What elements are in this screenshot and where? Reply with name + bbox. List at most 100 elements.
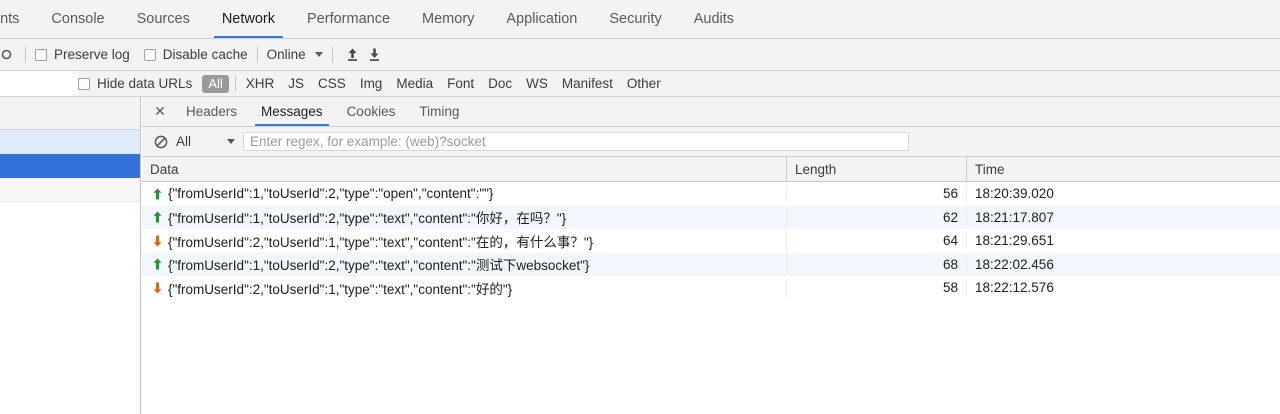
devtools-main-tabbar: ents Console Sources Network Performance…	[0, 0, 1280, 39]
download-arrow-icon[interactable]	[364, 47, 386, 62]
table-row[interactable]: {"fromUserId":1,"toUserId":2,"type":"ope…	[142, 182, 1280, 206]
message-length: 56	[787, 186, 967, 202]
tab-messages[interactable]: Messages	[249, 97, 335, 126]
detail-tabbar: ✕ Headers Messages Cookies Timing	[142, 97, 1280, 127]
column-header-time[interactable]: Time	[975, 161, 1005, 177]
tab-headers-label: Headers	[186, 104, 238, 119]
filter-type-font[interactable]: Font	[447, 76, 475, 91]
tab-audits[interactable]: Audits	[678, 0, 750, 38]
disable-cache-checkbox[interactable]: Disable cache	[143, 47, 248, 62]
message-time: 18:21:17.807	[975, 209, 1054, 225]
tab-console[interactable]: Console	[35, 0, 120, 38]
request-list-sidebar[interactable]	[0, 97, 141, 414]
table-row[interactable]: {"fromUserId":1,"toUserId":2,"type":"tex…	[142, 252, 1280, 276]
filter-type-ws[interactable]: WS	[526, 76, 548, 91]
message-payload: {"fromUserId":1,"toUserId":2,"type":"tex…	[168, 211, 567, 227]
disable-cache-label: Disable cache	[162, 47, 248, 62]
sent-arrow-icon	[150, 258, 164, 270]
tab-messages-label: Messages	[261, 104, 323, 119]
network-toolbar: Preserve log Disable cache Online	[0, 39, 1280, 71]
message-time: 18:20:39.020	[975, 186, 1054, 202]
message-payload: {"fromUserId":2,"toUserId":1,"type":"tex…	[168, 281, 513, 297]
message-data-cell: {"fromUserId":1,"toUserId":2,"type":"tex…	[142, 254, 787, 275]
filter-type-css[interactable]: CSS	[318, 76, 346, 91]
tab-timing-label: Timing	[419, 104, 460, 119]
filter-type-xhr[interactable]: XHR	[234, 76, 282, 91]
tab-memory-label: Memory	[422, 11, 475, 27]
tab-security-label: Security	[609, 11, 662, 27]
tab-memory[interactable]: Memory	[406, 0, 490, 38]
tab-performance[interactable]: Performance	[291, 0, 406, 38]
message-data-cell: {"fromUserId":2,"toUserId":1,"type":"tex…	[142, 277, 787, 298]
filter-type-doc[interactable]: Doc	[488, 76, 513, 91]
hide-data-urls-checkbox-box	[78, 77, 90, 90]
message-time: 18:21:29.651	[975, 233, 1054, 249]
upload-arrow-icon[interactable]	[342, 47, 364, 62]
no-entry-icon[interactable]	[150, 135, 172, 149]
tab-cookies[interactable]: Cookies	[335, 97, 408, 126]
network-throttling-value: Online	[266, 47, 306, 62]
filter-type-all[interactable]: All	[202, 74, 229, 93]
close-icon[interactable]: ✕	[154, 103, 166, 119]
messages-type-selector[interactable]: All	[176, 134, 192, 149]
table-row[interactable]: {"fromUserId":2,"toUserId":1,"type":"tex…	[142, 276, 1280, 300]
tab-sources[interactable]: Sources	[121, 0, 206, 38]
tab-security[interactable]: Security	[593, 0, 677, 38]
hide-data-urls-label: Hide data URLs	[97, 76, 193, 91]
network-throttling-dropdown[interactable]: Online	[267, 47, 323, 62]
preserve-log-checkbox-box	[35, 48, 47, 61]
request-list-row[interactable]	[0, 178, 140, 202]
column-header-data[interactable]: Data	[142, 157, 787, 181]
tab-network[interactable]: Network	[206, 0, 291, 38]
message-length: 68	[787, 256, 967, 272]
message-time: 18:22:02.456	[975, 256, 1054, 272]
chevron-down-icon[interactable]	[227, 139, 236, 144]
network-filter-toolbar: Hide data URLs All XHR JS CSS Img Media …	[0, 71, 1280, 97]
message-data-cell: {"fromUserId":2,"toUserId":1,"type":"tex…	[142, 230, 787, 251]
filter-type-manifest[interactable]: Manifest	[561, 76, 613, 91]
message-length: 58	[787, 280, 967, 296]
column-header-length[interactable]: Length	[787, 157, 967, 181]
toolbar-divider-2	[256, 46, 258, 63]
tab-elements-label: ents	[0, 11, 20, 27]
messages-regex-input[interactable]: Enter regex, for example: (web)?socket	[243, 132, 910, 151]
tab-console-label: Console	[51, 11, 105, 27]
tab-application[interactable]: Application	[490, 0, 593, 38]
tab-headers[interactable]: Headers	[174, 97, 249, 126]
filter-type-media[interactable]: Media	[396, 76, 434, 91]
request-list-row-selected[interactable]	[0, 154, 140, 178]
filter-type-js[interactable]: JS	[288, 76, 305, 91]
message-payload: {"fromUserId":1,"toUserId":2,"type":"ope…	[168, 186, 494, 202]
tab-network-label: Network	[221, 11, 276, 27]
filter-type-other[interactable]: Other	[626, 76, 661, 91]
filter-type-img[interactable]: Img	[359, 76, 383, 91]
message-payload: {"fromUserId":1,"toUserId":2,"type":"tex…	[168, 258, 590, 274]
request-list-header	[0, 97, 140, 130]
received-arrow-icon	[150, 235, 164, 247]
disable-cache-checkbox-box	[143, 48, 156, 61]
chevron-down-icon	[314, 52, 323, 57]
messages-grid-empty-area	[142, 299, 1280, 414]
preserve-log-checkbox[interactable]: Preserve log	[35, 47, 130, 62]
table-row[interactable]: {"fromUserId":2,"toUserId":1,"type":"tex…	[142, 229, 1280, 253]
message-length: 62	[787, 209, 967, 225]
tab-sources-label: Sources	[136, 11, 190, 27]
messages-grid-header: Data Length Time	[142, 157, 1280, 182]
tab-timing[interactable]: Timing	[407, 97, 471, 126]
tab-elements[interactable]: ents	[0, 0, 35, 38]
toolbar-divider-3	[331, 46, 333, 63]
hide-data-urls-checkbox[interactable]: Hide data URLs	[78, 76, 192, 91]
sent-arrow-icon	[150, 188, 164, 200]
record-icon[interactable]	[0, 49, 16, 60]
tab-performance-label: Performance	[307, 11, 391, 27]
request-list-row-hover[interactable]	[0, 130, 140, 154]
table-row[interactable]: {"fromUserId":1,"toUserId":2,"type":"tex…	[142, 205, 1280, 229]
sent-arrow-icon	[150, 211, 164, 223]
messages-grid: Data Length Time {"fromUserId":1,"toUser…	[142, 157, 1280, 414]
messages-filter-bar: All Enter regex, for example: (web)?sock…	[142, 127, 1280, 157]
toolbar-divider-1	[25, 46, 26, 63]
received-arrow-icon	[150, 282, 164, 294]
preserve-log-label: Preserve log	[54, 47, 130, 62]
message-time: 18:22:12.576	[975, 280, 1054, 296]
message-length: 64	[787, 233, 967, 249]
